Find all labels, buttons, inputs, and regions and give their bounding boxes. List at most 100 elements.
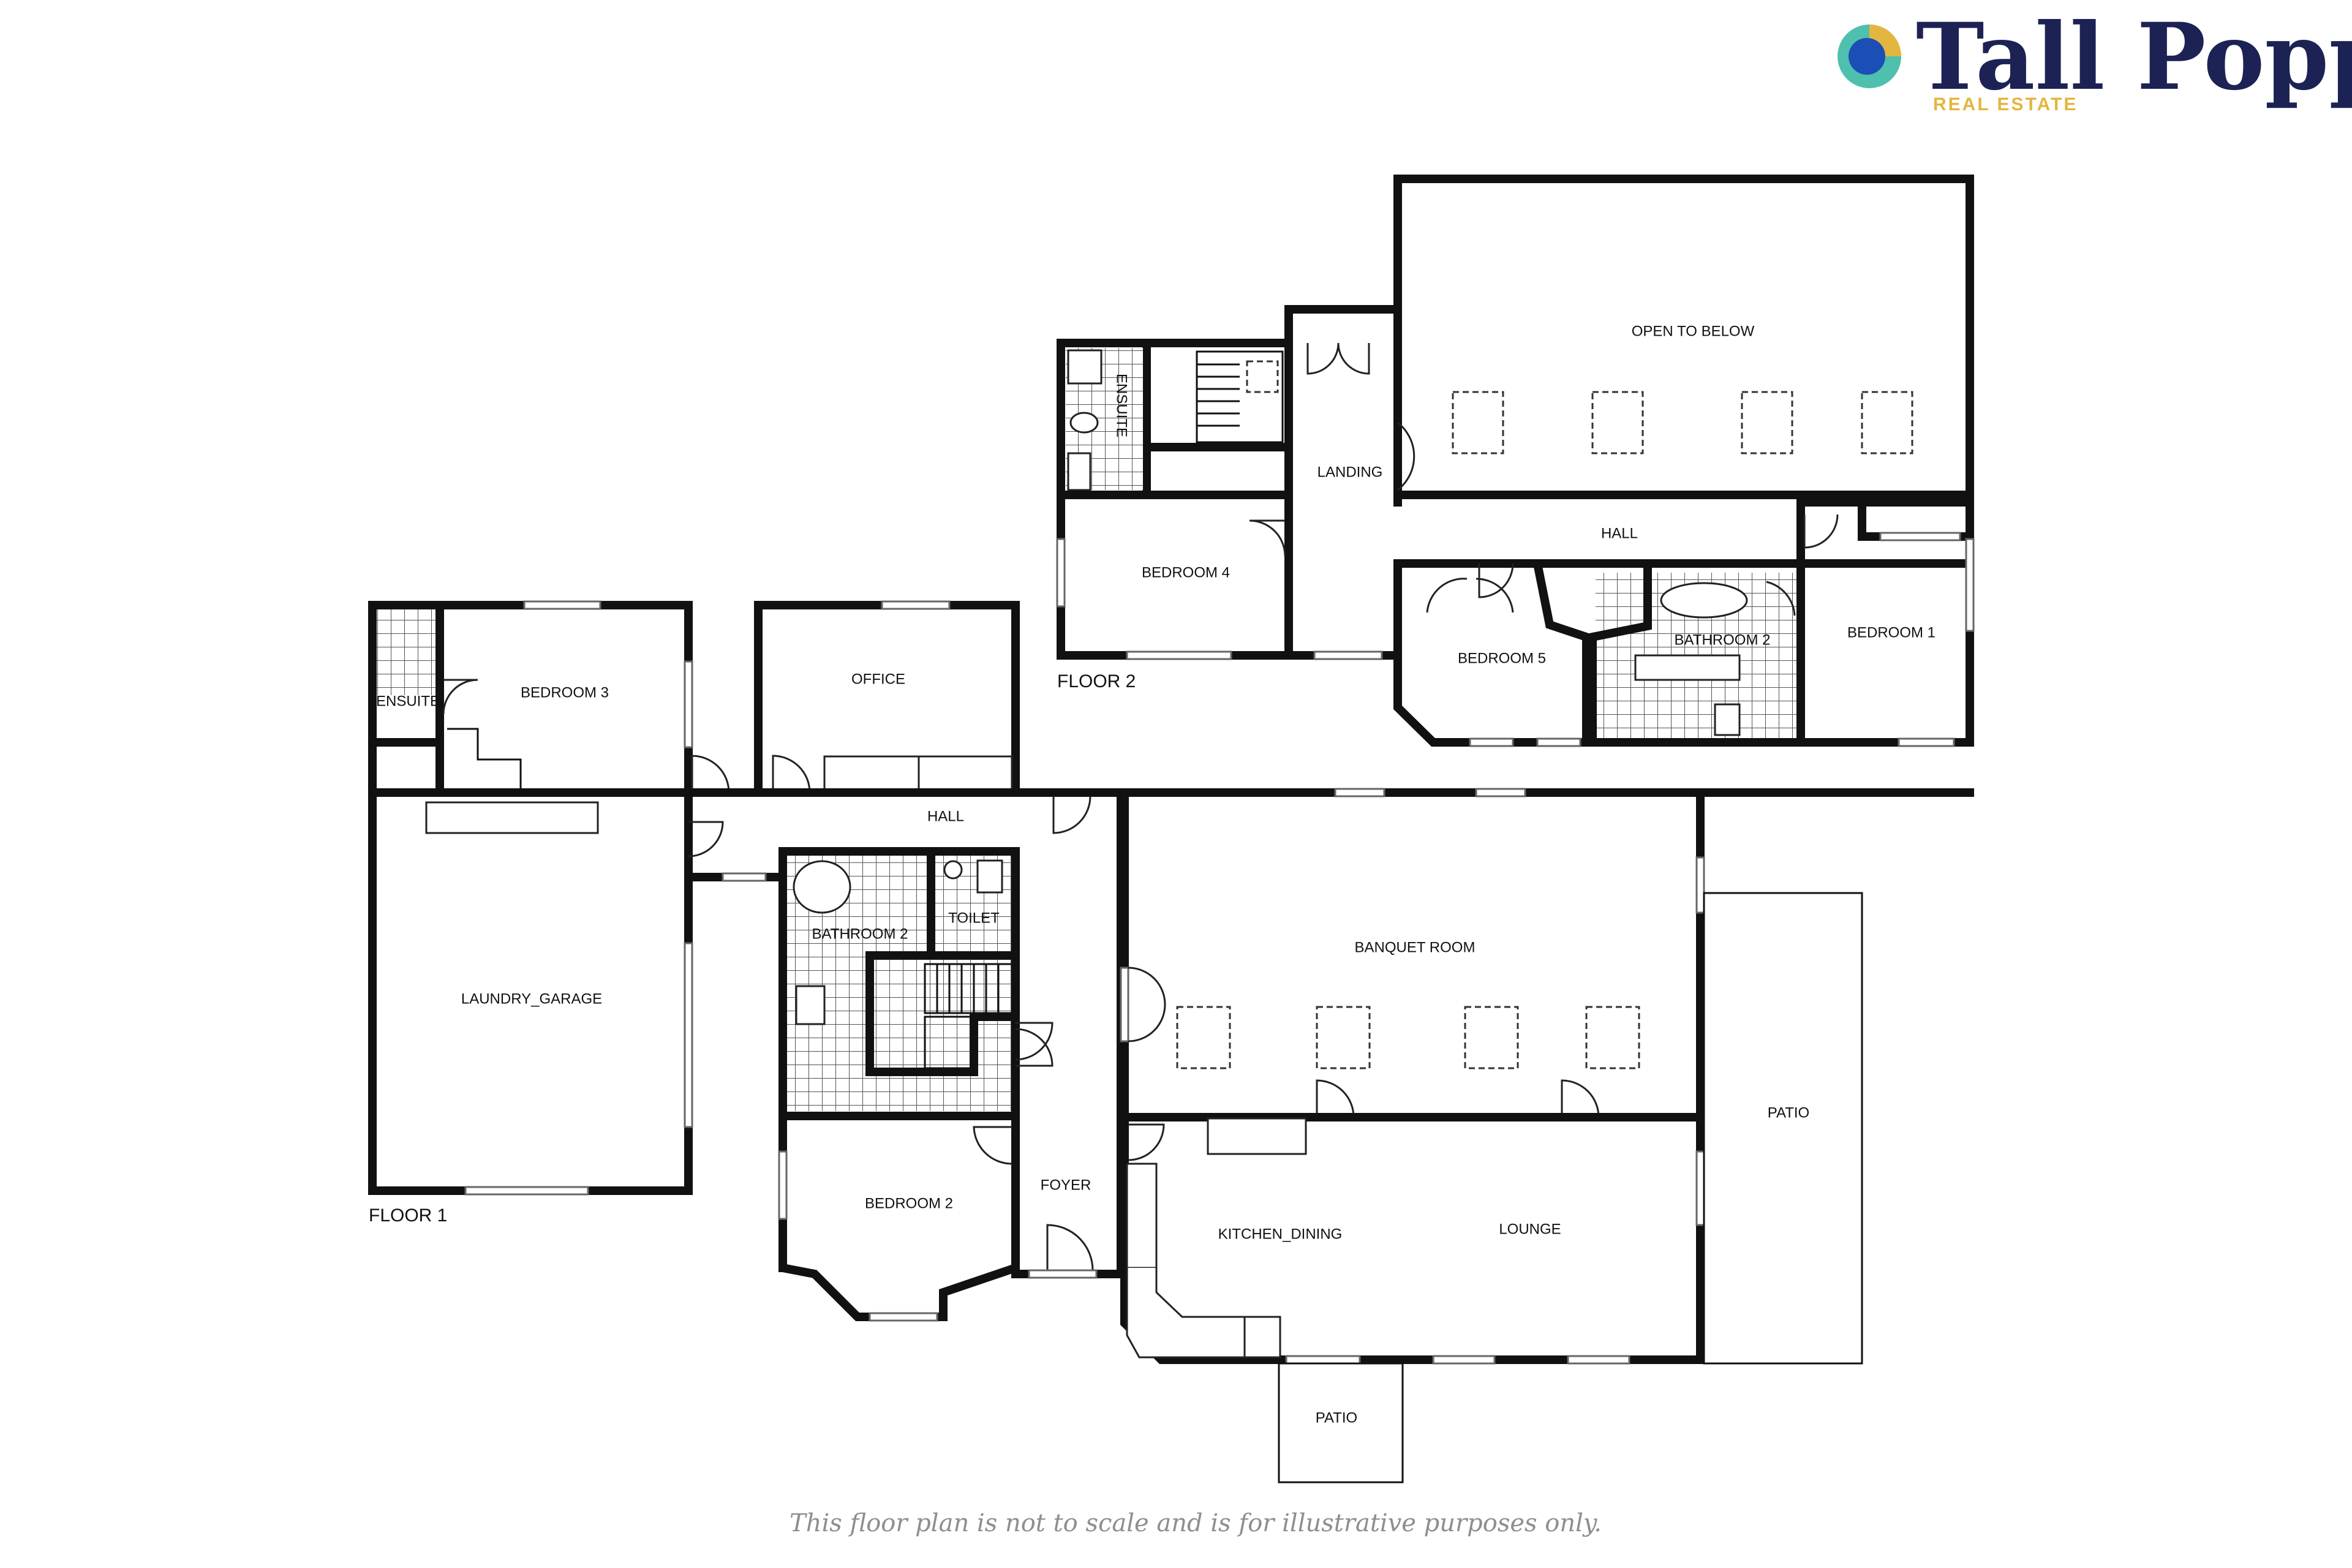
skylight [1452, 391, 1504, 454]
bedroom1-wall [1796, 498, 1974, 747]
bathroom2-walls [1588, 559, 1805, 747]
open-to-below-room [1393, 175, 1974, 499]
ensuite-fixtures [1067, 349, 1102, 491]
door [1249, 519, 1286, 557]
window [1695, 1150, 1705, 1226]
room-label-hall: HALL [927, 808, 964, 824]
door [1052, 796, 1091, 834]
room-label-foyer: FOYER [1041, 1177, 1091, 1193]
bathtub [1660, 582, 1748, 619]
window [1567, 1355, 1630, 1365]
room-label-ensuite: ENSUITE [376, 693, 440, 709]
room-label-bedroom-5: BEDROOM 5 [1458, 650, 1546, 666]
laundry-bench [425, 801, 599, 834]
window [1334, 788, 1385, 797]
bathtub [793, 860, 851, 914]
window [1432, 1355, 1496, 1365]
wardrobe [823, 755, 920, 791]
room-label-banquet-room: BANQUET ROOM [1355, 939, 1476, 956]
window [1056, 538, 1066, 608]
kitchen-island [1126, 1268, 1246, 1359]
skylight [1741, 391, 1793, 454]
window [464, 1186, 589, 1196]
kitchen-bench [1126, 1163, 1158, 1269]
double-door [1015, 1022, 1054, 1067]
room-label-open-to-below: OPEN TO BELOW [1632, 323, 1755, 339]
window [1120, 967, 1129, 1042]
door [691, 755, 730, 793]
basin [943, 860, 963, 880]
stair-walls [865, 951, 1020, 1076]
window [1879, 532, 1961, 541]
door [1316, 1079, 1355, 1118]
window [1469, 737, 1514, 747]
room-label-lounge: LOUNGE [1499, 1221, 1561, 1237]
bedroom1-walls [1796, 559, 1974, 747]
room-label-bathroom-2-upper: BATHROOM 2 [1675, 631, 1771, 648]
skylight [1316, 1006, 1371, 1069]
window [684, 942, 693, 1128]
floor-1-plan [368, 600, 1974, 1483]
door [688, 821, 724, 858]
floor-2-label: FLOOR 2 [1057, 671, 1136, 692]
window [1898, 737, 1955, 747]
ensuite-tiles [377, 609, 435, 695]
window [1536, 737, 1581, 747]
room-label-kitchen-dining: KITCHEN_DINING [1218, 1226, 1343, 1242]
room-label-office: OFFICE [851, 671, 905, 687]
room-label-bedroom-4: BEDROOM 4 [1142, 564, 1230, 581]
brand-logo: Tall Poppy REAL ESTATE [1838, 3, 2352, 115]
room-label-laundry-garage: LAUNDRY_GARAGE [461, 990, 602, 1007]
wardrobe [918, 755, 1013, 791]
window [1028, 1269, 1098, 1279]
door [1803, 514, 1839, 549]
room-label-bedroom-3: BEDROOM 3 [521, 684, 609, 701]
front-door [1046, 1224, 1094, 1271]
stairs [1196, 350, 1284, 443]
vanity [1634, 654, 1741, 681]
door [1397, 421, 1415, 491]
toilet-fixture [976, 859, 1003, 894]
window [1126, 650, 1232, 660]
window [881, 600, 951, 610]
room-label-bathroom-2: BATHROOM 2 [812, 925, 908, 942]
fireplace [1207, 1117, 1307, 1155]
room-label-bedroom-1: BEDROOM 1 [1847, 624, 1936, 641]
window [778, 1150, 788, 1220]
window [1695, 856, 1705, 914]
skylight [1861, 391, 1913, 454]
window [1475, 788, 1526, 797]
room-label-bedroom-2: BEDROOM 2 [865, 1195, 953, 1212]
window [684, 660, 693, 748]
door [973, 1126, 1012, 1165]
bedroom2-walls [778, 1112, 1020, 1321]
room-label-patio-side: PATIO [1768, 1104, 1809, 1121]
room-label-toilet: TOILET [948, 910, 1000, 926]
floor-2-plan [1056, 175, 1975, 747]
poppy-icon [1838, 24, 1901, 88]
closet [447, 728, 522, 790]
floor-1-label: FLOOR 1 [369, 1205, 447, 1226]
bedroom5-walls [1393, 559, 1591, 747]
window [1285, 1355, 1361, 1365]
brand-name: Tall Poppy [1916, 3, 2352, 111]
kitchen-lounge-walls [1120, 1113, 1705, 1364]
door [1128, 1123, 1165, 1161]
door [1561, 1079, 1600, 1118]
skylight [1585, 1006, 1640, 1069]
patio-side-deck [1703, 892, 1863, 1365]
window [869, 1312, 938, 1322]
skylight [1176, 1006, 1231, 1069]
room-label-landing: LANDING [1317, 464, 1383, 480]
disclaimer-text: This floor plan is not to scale and is f… [790, 1509, 1602, 1537]
door [442, 679, 478, 715]
room-label-hall-upper: HALL [1601, 525, 1638, 541]
skylight [1464, 1006, 1519, 1069]
double-door [1426, 578, 1514, 613]
skylight [1591, 391, 1644, 454]
room-labels: OPEN TO BELOW LANDING HALL BEDROOM 4 BED… [369, 323, 1936, 1426]
door [1478, 563, 1514, 598]
door [1766, 581, 1796, 616]
window [1965, 538, 1975, 632]
